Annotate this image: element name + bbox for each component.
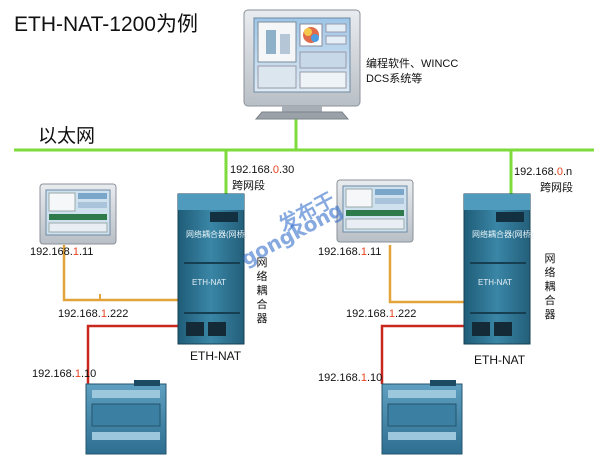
module-brand-2: ETH-NAT	[478, 278, 513, 287]
plc-2	[381, 380, 463, 455]
module-name-2: ETH-NAT	[474, 353, 526, 367]
module-vertical-label-2: 网络耦合器	[544, 253, 556, 321]
plc-1	[85, 380, 167, 455]
network-label: 以太网	[38, 126, 96, 147]
module-face-label-1: 网络耦合器(网桥)	[186, 230, 248, 239]
gateway-note-2: 跨网段	[540, 182, 573, 194]
plc-ip-2: 192.168.1.10	[318, 372, 383, 384]
pc-monitor	[243, 9, 361, 120]
pc-note: 编程软件、WINCC DCS系统等	[366, 57, 458, 87]
plc-link-2	[380, 324, 466, 384]
hmi-panel-2	[336, 179, 414, 243]
gateway-note-1: 跨网段	[232, 180, 265, 192]
plc-ip-1: 192.168.1.10	[32, 368, 97, 380]
module-name-1: ETH-NAT	[190, 349, 242, 363]
module-brand-1: ETH-NAT	[192, 278, 227, 287]
hmi-link-2	[388, 245, 466, 304]
pc-note-line2: DCS系统等	[366, 73, 423, 85]
gateway-ip-2: 192.168.0.n	[514, 166, 573, 178]
diagram-title: ETH-NAT-1200为例	[14, 13, 198, 36]
plc-link-1	[86, 324, 180, 384]
module-vertical-label-1: 网络耦合器	[256, 257, 268, 325]
pc-note-line1: 编程软件、WINCC	[366, 58, 459, 70]
gateway-ip-1: 192.168.0.30	[230, 164, 295, 176]
hmi-ip-1: 192.168.1.11	[30, 246, 94, 258]
module-ip-2: 192.168.1.222	[346, 308, 417, 320]
hmi-panel-1	[39, 183, 117, 245]
eth-nat-module-2	[463, 193, 531, 345]
module-ip-1: 192.168.1.222	[58, 308, 129, 320]
hmi-ip-2: 192.168.1.11	[318, 246, 382, 258]
hmi-link-1	[62, 245, 180, 302]
eth-nat-module-1	[177, 193, 245, 345]
module-face-label-2: 网络耦合器(网桥)	[472, 230, 534, 239]
